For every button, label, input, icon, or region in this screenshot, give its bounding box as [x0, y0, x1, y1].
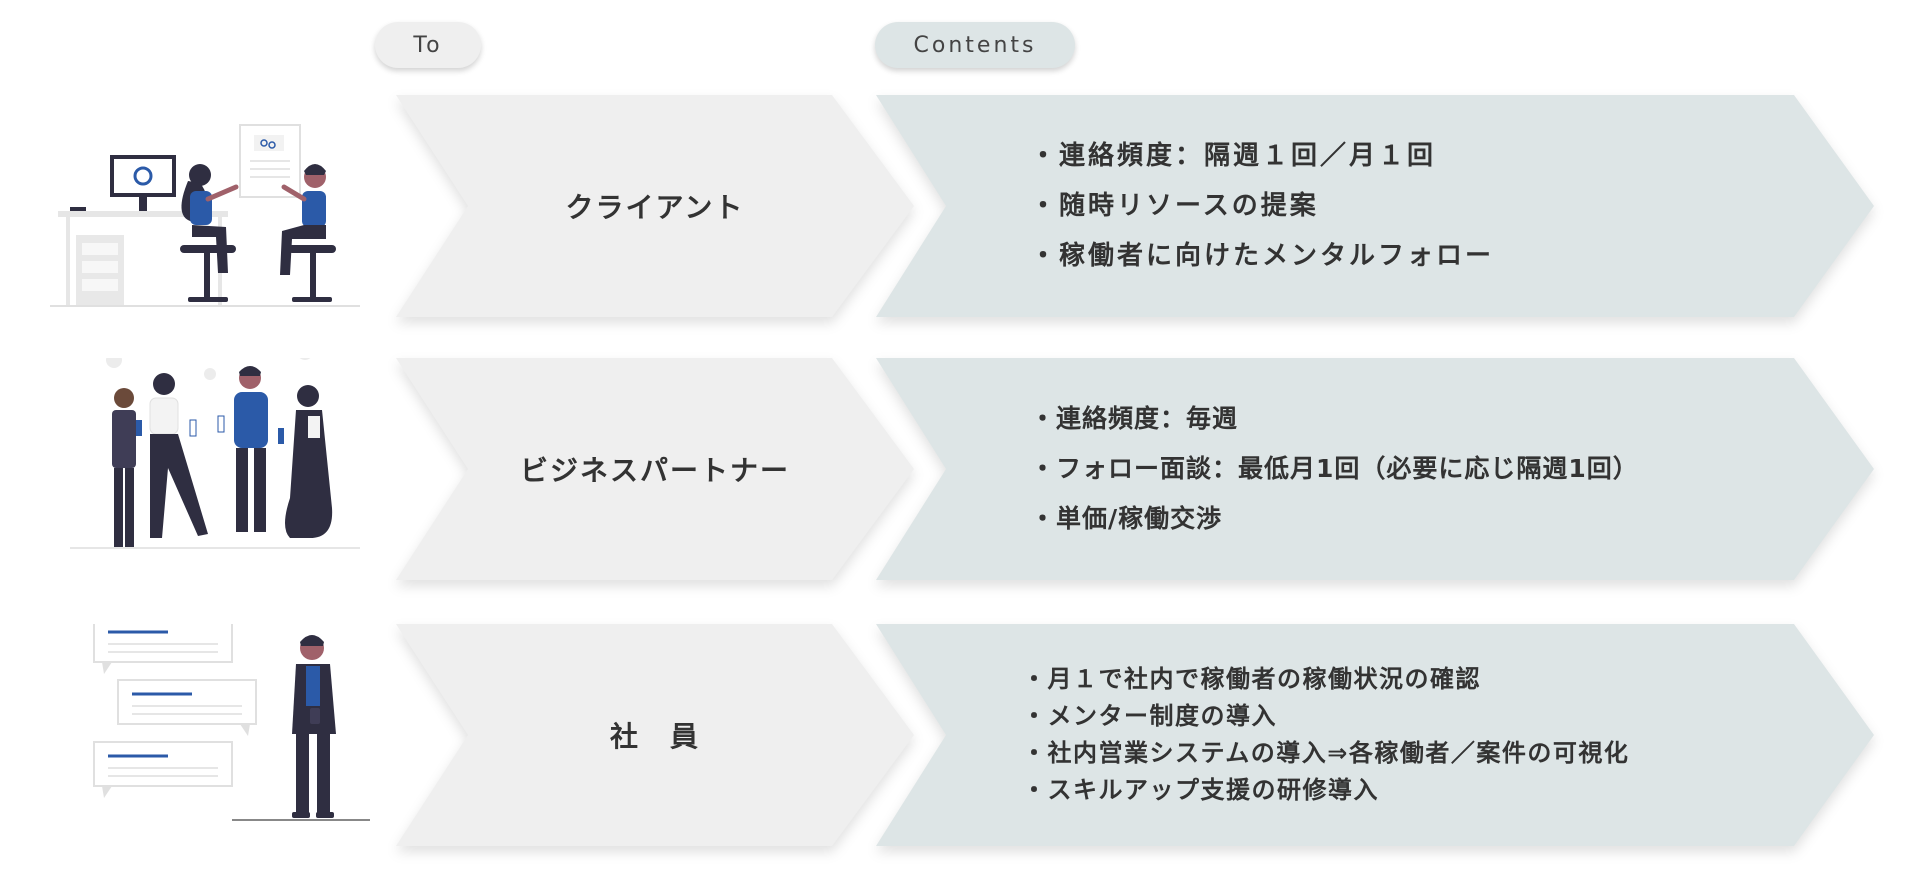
list-item: ・月１で社内で稼働者の稼働状況の確認	[1022, 665, 1481, 693]
arrow-shape-icon	[876, 624, 1874, 846]
partner-target-arrow	[396, 358, 914, 580]
client-target-label: クライアント	[565, 191, 745, 224]
arrow-shape-icon	[876, 95, 1874, 317]
list-item: ・稼働者に向けたメンタルフォロー	[1030, 241, 1495, 271]
arrow-shape-icon	[876, 358, 1874, 580]
list-item: ・社内営業システムの導入⇒各稼働者／案件の可視化	[1022, 739, 1630, 767]
client-meeting-illustration-icon	[40, 95, 380, 325]
list-item: ・単価/稼働交渉	[1030, 504, 1223, 533]
employee-contents-arrow	[876, 624, 1874, 846]
arrow-shape-icon	[396, 624, 914, 846]
row-employee: 社 員 ・月１で社内で稼働者の稼働状況の確認 ・メンター制度の導入 ・社内営業シ…	[0, 617, 1920, 854]
partner-contents-list: ・連絡頻度：毎週 ・フォロー面談：最低月1回（必要に応じ隔週1回） ・単価/稼働…	[1030, 358, 1639, 580]
row-business-partner: ビジネスパートナー ・連絡頻度：毎週 ・フォロー面談：最低月1回（必要に応じ隔週…	[0, 344, 1920, 588]
list-item: ・連絡頻度：毎週	[1030, 404, 1239, 433]
row-client: クライアント ・連絡頻度：隔週１回／月１回 ・随時リソースの提案 ・稼働者に向け…	[0, 95, 1920, 325]
client-contents-arrow	[876, 95, 1874, 317]
client-contents-list: ・連絡頻度：隔週１回／月１回 ・随時リソースの提案 ・稼働者に向けたメンタルフォ…	[1030, 95, 1494, 317]
partner-target-label: ビジネスパートナー	[519, 454, 790, 487]
list-item: ・メンター制度の導入	[1022, 702, 1277, 730]
employee-target-arrow	[396, 624, 914, 846]
employee-contents-list: ・月１で社内で稼働者の稼働状況の確認 ・メンター制度の導入 ・社内営業システムの…	[1022, 624, 1629, 846]
arrow-shape-icon	[396, 358, 914, 580]
to-header: To	[375, 22, 481, 68]
partner-contents-arrow	[876, 358, 1874, 580]
list-item: ・フォロー面談：最低月1回（必要に応じ隔週1回）	[1030, 454, 1639, 483]
team-toast-illustration-icon	[40, 344, 380, 588]
list-item: ・スキルアップ支援の研修導入	[1022, 776, 1379, 804]
employee-chat-illustration-icon	[40, 617, 380, 854]
list-item: ・連絡頻度：隔週１回／月１回	[1030, 141, 1437, 171]
list-item: ・随時リソースの提案	[1030, 191, 1319, 221]
employee-target-label: 社 員	[609, 720, 700, 753]
client-target-arrow	[396, 95, 914, 317]
arrow-shape-icon	[396, 95, 914, 317]
contents-header: Contents	[875, 22, 1075, 68]
